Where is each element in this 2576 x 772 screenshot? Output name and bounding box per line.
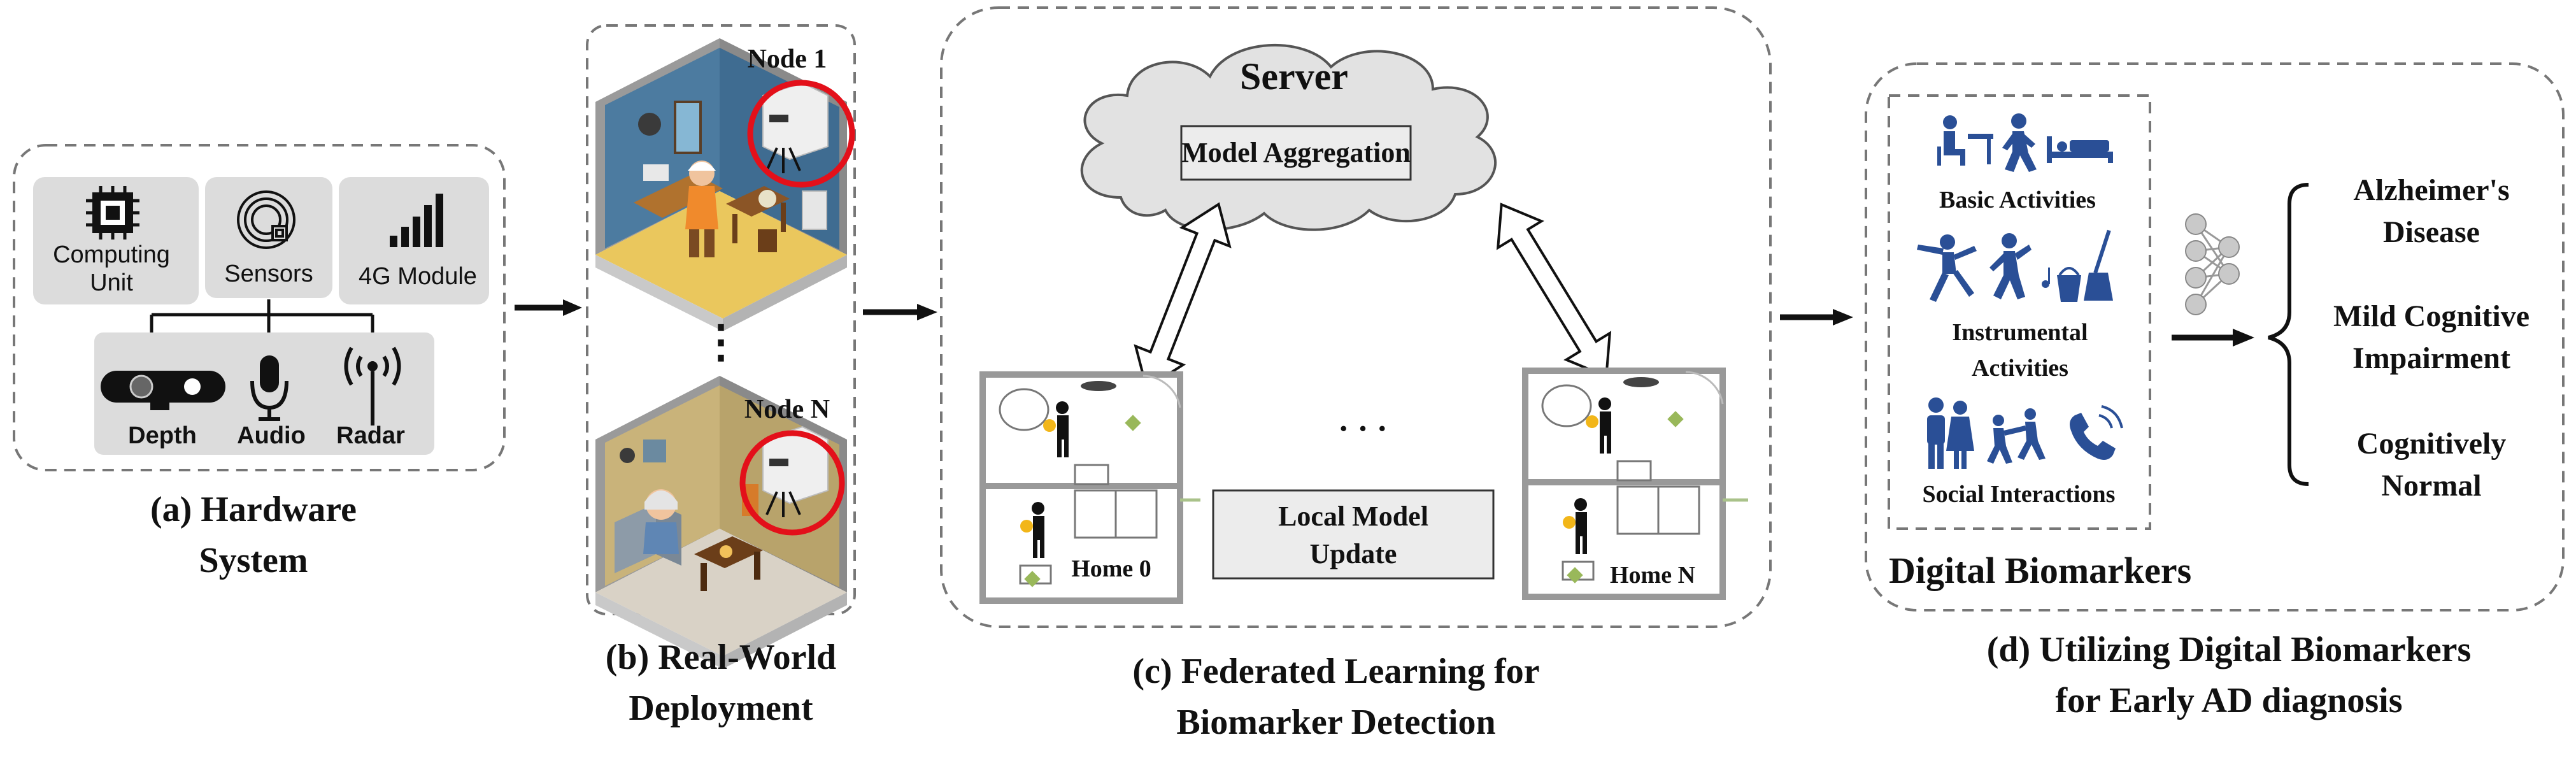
model-aggregation-box bbox=[1180, 125, 1412, 181]
biomarkers-section: Basic Activities Instrumental Activities bbox=[1865, 62, 2565, 720]
module-4g-label: 4G Module bbox=[359, 263, 477, 290]
digital-biomarkers-label: Digital Biomarkers bbox=[1889, 550, 2191, 591]
people-dancing-icon bbox=[1987, 408, 2046, 464]
biomarkers-inner-frame bbox=[1888, 94, 2151, 530]
floor-plan-home-0 bbox=[979, 371, 1200, 604]
walking-person-icon bbox=[2002, 113, 2037, 172]
federated-section: Server Model Aggregation bbox=[940, 6, 1772, 742]
arrow-to-outcomes bbox=[2172, 329, 2254, 347]
person-figure-home-n-bottom bbox=[1563, 498, 1587, 554]
deployment-section: Node 1 ⋮ bbox=[586, 24, 856, 728]
radar-antenna-icon bbox=[344, 347, 401, 425]
double-arrow-left bbox=[1134, 202, 1232, 390]
outcome-mci-1: Mild Cognitive bbox=[2333, 299, 2530, 333]
cleaning-bucket-icon bbox=[2057, 229, 2113, 302]
biomarkers-caption-1: (d) Utilizing Digital Biomarkers bbox=[1987, 630, 2472, 669]
local-model-update-label-1: Local Model bbox=[1278, 501, 1428, 532]
arrow-a-to-b bbox=[515, 299, 582, 316]
signal-bars-icon bbox=[390, 194, 443, 247]
microphone-icon bbox=[250, 355, 288, 421]
highlight-circle-node-1 bbox=[747, 80, 855, 188]
phone-call-icon bbox=[2070, 405, 2123, 460]
biomarker-instrumental-activities-1: Instrumental bbox=[1952, 319, 2088, 346]
sensor-icon bbox=[237, 190, 295, 249]
exercising-person-icon bbox=[1917, 234, 1977, 302]
chip-icon bbox=[86, 186, 139, 239]
sensor-connector bbox=[150, 299, 374, 332]
sitting-at-desk-icon bbox=[1937, 115, 1993, 166]
person-figure-home-n-top bbox=[1586, 397, 1611, 454]
elderly-man-figure bbox=[685, 161, 718, 257]
hardware-section: Computing Unit Sensors 4G Module bbox=[13, 144, 506, 580]
arrow-b-to-c bbox=[863, 304, 937, 320]
person-figure-home-0-bottom bbox=[1020, 502, 1044, 558]
sensors-label: Sensors bbox=[224, 261, 313, 287]
deployment-frame bbox=[586, 24, 856, 615]
sensor-type-audio: Audio bbox=[237, 422, 306, 449]
arrow-c-to-d bbox=[1780, 309, 1853, 325]
floor-plan-home-n bbox=[1522, 368, 1748, 600]
local-model-update-box bbox=[1212, 489, 1495, 580]
server-label: Server bbox=[1240, 55, 1348, 97]
node-ellipsis: ⋮ bbox=[699, 318, 743, 367]
computing-unit-box bbox=[33, 177, 199, 304]
deployment-caption-1: (b) Real-World bbox=[606, 638, 836, 677]
node-n-label: Node N bbox=[744, 395, 830, 424]
highlight-circle-node-n bbox=[739, 430, 845, 536]
computing-unit-label-1: Computing bbox=[53, 241, 170, 268]
sensor-type-radar: Radar bbox=[336, 422, 405, 449]
hardware-caption-2: System bbox=[199, 541, 308, 580]
room-node-n bbox=[595, 376, 847, 669]
depth-camera-icon bbox=[101, 371, 225, 410]
outcome-mci-2: Impairment bbox=[2352, 341, 2510, 375]
sensors-box bbox=[205, 177, 332, 298]
biomarker-instrumental-activities-2: Activities bbox=[1972, 355, 2068, 382]
dancing-person-icon bbox=[1989, 233, 2050, 299]
neural-network-icon bbox=[2185, 213, 2240, 315]
outcome-alzheimers-2: Disease bbox=[2383, 215, 2480, 249]
outcome-brace bbox=[2268, 183, 2309, 486]
outcome-cn-1: Cognitively bbox=[2357, 427, 2507, 461]
federated-frame bbox=[940, 6, 1772, 628]
federated-caption-1: (c) Federated Learning for bbox=[1132, 652, 1539, 691]
biomarker-basic-activities: Basic Activities bbox=[1939, 187, 2096, 213]
node-1-label: Node 1 bbox=[748, 45, 827, 74]
sensor-device-node-n bbox=[762, 425, 829, 517]
federated-caption-2: Biomarker Detection bbox=[1176, 703, 1495, 742]
outcome-cn-2: Normal bbox=[2381, 469, 2481, 503]
sensor-types-box bbox=[94, 332, 434, 455]
computing-unit-label-2: Unit bbox=[90, 269, 133, 296]
double-arrow-right bbox=[1496, 203, 1612, 378]
deployment-caption-2: Deployment bbox=[629, 689, 813, 728]
biomarkers-outer-frame bbox=[1865, 62, 2565, 611]
hardware-caption-1: (a) Hardware bbox=[150, 490, 357, 529]
outcome-alzheimers-1: Alzheimer's bbox=[2353, 173, 2509, 207]
room-node-1 bbox=[595, 38, 855, 331]
local-model-update-label-2: Update bbox=[1310, 538, 1397, 569]
person-figure-home-0-top bbox=[1043, 401, 1069, 457]
model-aggregation-label: Model Aggregation bbox=[1181, 137, 1411, 168]
sensor-type-depth: Depth bbox=[128, 422, 197, 449]
home-n-label: Home N bbox=[1610, 562, 1695, 589]
home-0-label: Home 0 bbox=[1071, 555, 1151, 582]
elderly-woman-figure bbox=[643, 489, 679, 554]
biomarker-social-interactions: Social Interactions bbox=[1923, 481, 2116, 508]
homes-ellipsis: · · · bbox=[1338, 411, 1388, 447]
couple-icon bbox=[1927, 397, 1974, 469]
biomarkers-caption-2: for Early AD diagnosis bbox=[2055, 681, 2402, 720]
sleeping-bed-icon bbox=[2047, 136, 2113, 163]
hardware-frame bbox=[13, 144, 506, 471]
